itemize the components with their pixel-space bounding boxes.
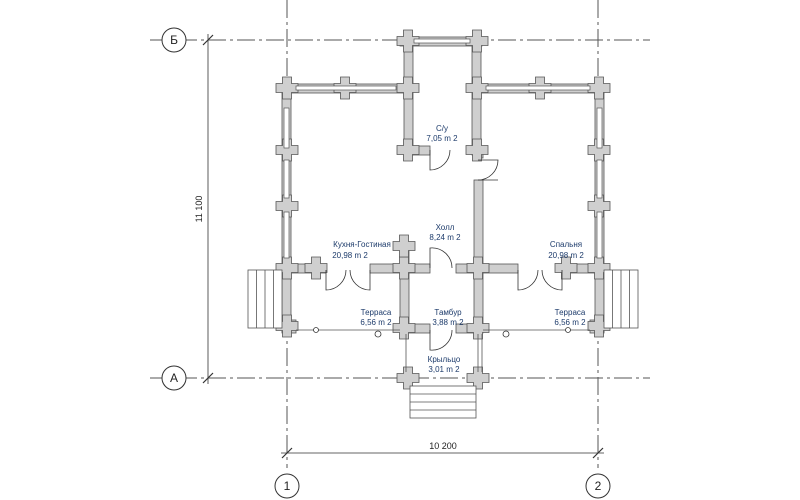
axis-label-b: Б: [170, 33, 178, 47]
room-label-bedroom: Спальня 20,98 m 2: [548, 240, 584, 260]
log-joint: [392, 256, 416, 280]
room-name: С/у: [436, 124, 448, 133]
log-joint: [275, 256, 299, 280]
room-name: Крыльцо: [428, 355, 461, 364]
room-area: 20,98 m 2: [548, 251, 584, 260]
room-area: 20,98 m 2: [332, 251, 368, 260]
log-joint: [392, 316, 416, 340]
log-joint: [587, 194, 611, 218]
log-joint: [466, 316, 490, 340]
room-name: Терраса: [361, 308, 392, 317]
height-dimension: 11 100: [194, 34, 214, 384]
axis-bubble-2: 2: [585, 473, 611, 499]
windows: [283, 38, 603, 259]
room-label-vestibule: Тамбур 3,88 m 2: [432, 308, 464, 327]
log-joint: [396, 76, 420, 100]
width-dimension: 10 200: [281, 441, 604, 459]
log-joint: [587, 314, 611, 338]
terrace-railing: [296, 327, 590, 372]
room-area: 7,05 m 2: [426, 134, 458, 143]
doors: [325, 149, 563, 351]
height-dimension-label: 11 100: [194, 196, 204, 223]
room-label-bathroom: С/у 7,05 m 2: [426, 124, 458, 143]
log-joint: [465, 138, 489, 162]
log-joint: [466, 366, 490, 390]
room-area: 6,56 m 2: [360, 318, 392, 327]
axis-label-a: А: [170, 371, 178, 385]
log-joint: [587, 76, 611, 100]
room-label-terrace-left: Терраса 6,56 m 2: [360, 308, 392, 327]
log-joint: [465, 29, 489, 53]
log-joint: [587, 138, 611, 162]
log-joints: [275, 29, 611, 390]
room-label-porch: Крыльцо 3,01 m 2: [428, 355, 461, 374]
room-label-hall: Холл 8,24 m 2: [429, 223, 461, 242]
log-joint: [587, 256, 611, 280]
log-joint: [392, 234, 416, 258]
axis-bubble-b: Б: [161, 27, 187, 53]
width-dimension-label: 10 200: [429, 441, 457, 451]
log-joint: [554, 256, 578, 280]
axis-bubble-1: 1: [274, 473, 300, 499]
log-joint: [304, 256, 328, 280]
stairs-left: [247, 269, 283, 329]
room-name: Кухня-Гостиная: [333, 240, 391, 249]
stairs-right: [603, 269, 639, 329]
log-joint: [466, 256, 490, 280]
walls: [281, 36, 605, 334]
room-area: 3,01 m 2: [428, 365, 460, 374]
log-joint: [275, 194, 299, 218]
axis-label-2: 2: [595, 479, 602, 493]
axis-label-1: 1: [284, 479, 291, 493]
room-area: 3,88 m 2: [432, 318, 464, 327]
room-name: Холл: [436, 223, 455, 232]
room-area: 8,24 m 2: [429, 233, 461, 242]
log-joint: [396, 29, 420, 53]
log-joint: [275, 76, 299, 100]
room-name: Терраса: [555, 308, 586, 317]
log-joint: [396, 138, 420, 162]
room-area: 6,56 m 2: [554, 318, 586, 327]
log-joint: [275, 138, 299, 162]
room-label-terrace-right: Терраса 6,56 m 2: [554, 308, 586, 327]
axis-bubble-a: А: [161, 365, 187, 391]
log-joint: [465, 76, 489, 100]
room-label-kitchen: Кухня-Гостиная 20,98 m 2: [332, 240, 391, 260]
stairs-porch: [409, 385, 477, 419]
room-name: Тамбур: [434, 308, 462, 317]
room-name: Спальня: [550, 240, 582, 249]
